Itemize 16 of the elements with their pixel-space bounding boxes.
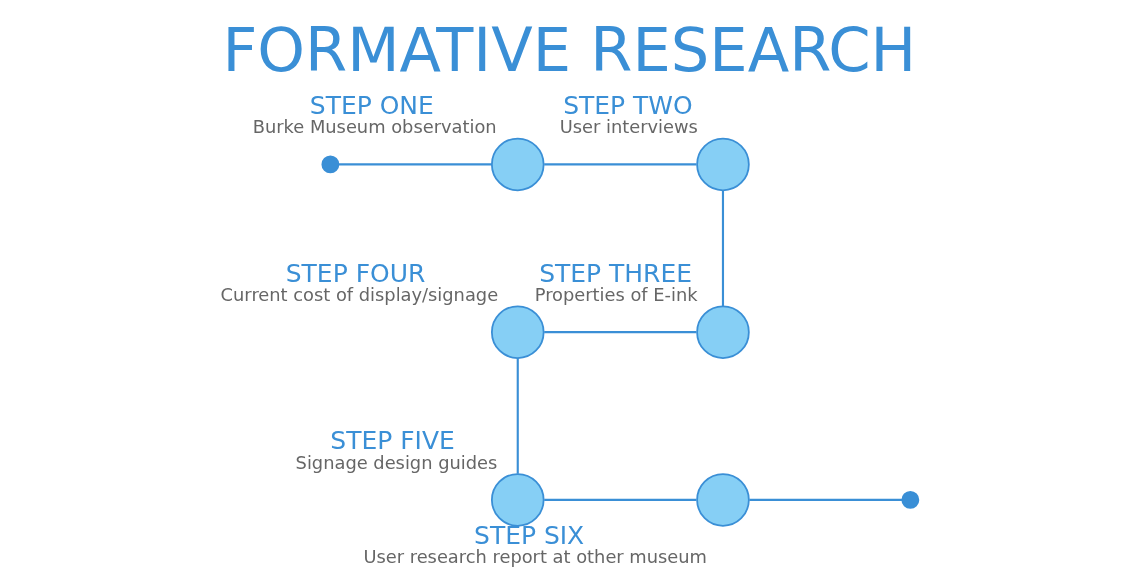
connector [338, 163, 492, 166]
connector [721, 190, 725, 307]
node-circle [901, 490, 920, 509]
node-circle [696, 305, 750, 359]
node-circle [491, 473, 545, 527]
connector [544, 163, 697, 166]
connector [516, 358, 519, 474]
node-circle [696, 473, 750, 527]
diagram-title: FORMATIVE RESEARCH [222, 15, 917, 86]
connector [544, 498, 697, 501]
node-circle [321, 155, 340, 174]
node-circle [491, 137, 545, 192]
connector [544, 331, 697, 334]
connector [749, 498, 903, 501]
node-circle [696, 137, 750, 192]
node-circle [491, 305, 545, 359]
